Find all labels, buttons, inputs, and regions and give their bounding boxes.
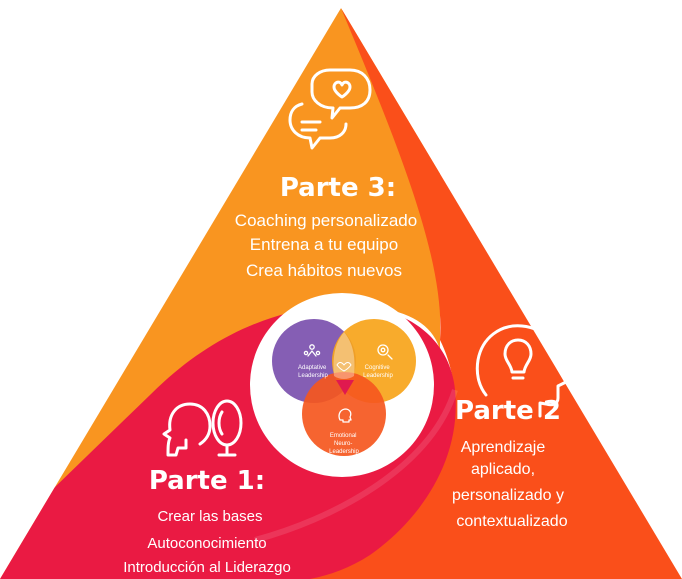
chat-heart-icon	[288, 68, 372, 150]
logo-hearts-icon	[336, 362, 352, 372]
brain-gears-icon	[377, 344, 393, 360]
part2-title: Parte 2	[455, 396, 561, 426]
venn-emotional-label: Emotional Neuro- Leadership	[329, 433, 359, 455]
part1-line-2: Autoconocimiento	[147, 535, 266, 552]
venn-diagram: Adaptative Leadership Cognitive Leadersh…	[272, 319, 416, 456]
part3-line-1: Coaching personalizado	[235, 211, 417, 230]
part2-line-2: aplicado,	[471, 461, 535, 478]
part1-line-1: Crear las bases	[157, 508, 262, 525]
part2-line-3: personalizado y	[452, 487, 564, 504]
part1-title: Parte 1:	[149, 466, 265, 496]
venn-cognitive-label: Cognitive Leadership	[363, 365, 393, 379]
head-brain-icon	[338, 408, 352, 423]
venn-center-triangle	[336, 380, 354, 395]
part1-line-3: Introducción al Liderazgo	[123, 559, 291, 576]
part3-line-3: Crea hábitos nuevos	[246, 261, 402, 280]
part3-title: Parte 3:	[280, 173, 396, 203]
head-lightbulb-icon	[475, 324, 568, 418]
part2-line-1: Aprendizaje	[461, 439, 546, 456]
part3-line-2: Entrena a tu equipo	[250, 235, 398, 254]
faces-mirror-icon	[162, 399, 243, 457]
venn-adaptative-label: Adaptative Leadership	[298, 365, 329, 379]
team-icon	[303, 344, 321, 357]
part1-swirl-edge	[254, 389, 458, 543]
part2-line-4: contextualizado	[456, 513, 567, 530]
venn-emotional-circle	[302, 372, 386, 456]
